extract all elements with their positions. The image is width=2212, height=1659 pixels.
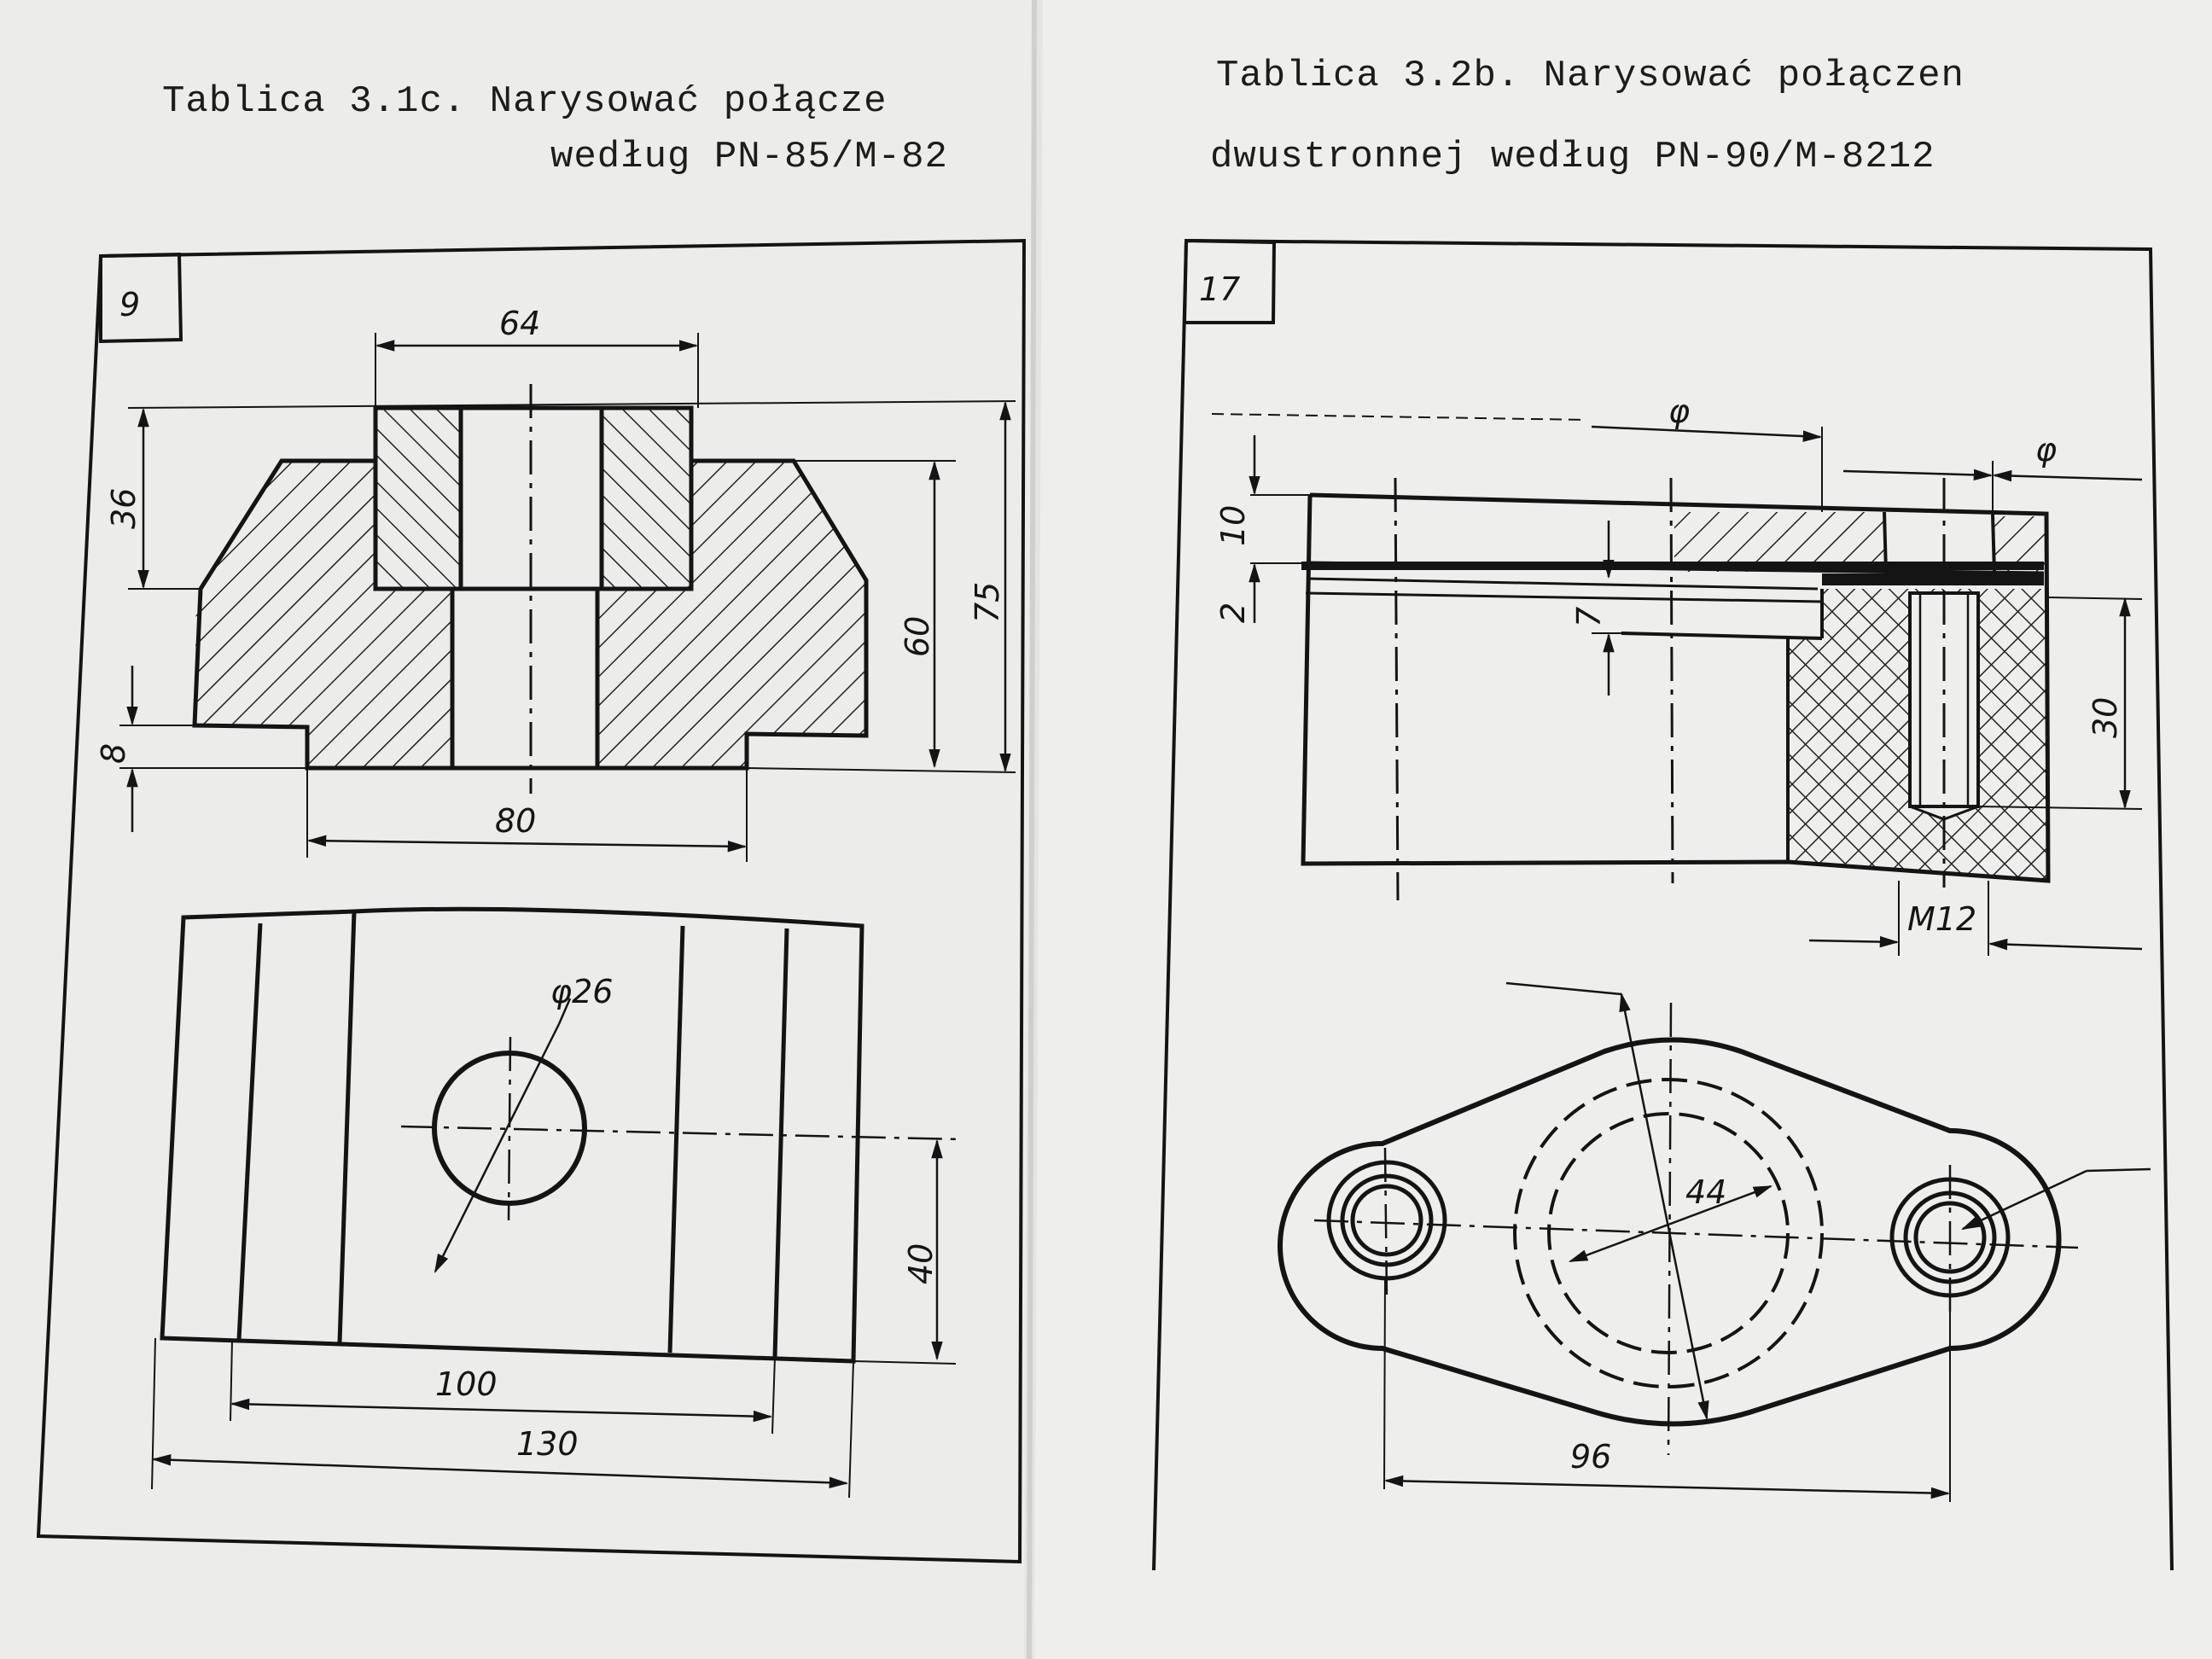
dim-hole-diameter: φ26 — [550, 973, 613, 1010]
dim-depth: 7 — [1570, 607, 1608, 627]
left-header-line1: Tablica 3.1c. Narysować połącze — [162, 80, 888, 123]
dim-circle-diameter: 44 — [1685, 1173, 1726, 1211]
dim-top-width: 64 — [499, 305, 540, 342]
right-frame: 17 — [1152, 238, 2174, 1571]
dim-hole-offset: 40 — [902, 1243, 940, 1284]
right-drawing-number: 17 — [1199, 271, 1240, 308]
dim-bolt-spacing: 96 — [1570, 1438, 1611, 1476]
dim-total-height: 75 — [969, 582, 1006, 623]
left-header-line2: według PN-85/M-82 — [550, 136, 948, 178]
dim-diameter-a: φ — [1668, 393, 1690, 430]
dim-thread-depth: 30 — [2087, 697, 2124, 738]
right-header-line2: dwustronnej według PN-90/M-8212 — [1210, 136, 1936, 178]
right-header-line1: Tablica 3.2b. Narysować połączen — [1216, 55, 1965, 97]
right-section-view — [1211, 413, 2051, 901]
dim-upper-height: 36 — [105, 488, 143, 529]
dim-diameter-b: φ — [2035, 431, 2057, 469]
right-plan-view: 44 96 — [1278, 981, 2151, 1502]
left-plan-view: φ26 40 100 130 — [151, 906, 961, 1499]
dim-flange-thickness: 10 — [1214, 505, 1252, 546]
dim-foot-height: 8 — [95, 743, 132, 764]
left-frame: 9 — [36, 238, 1027, 1564]
dim-gap: 2 — [1214, 602, 1252, 623]
dim-base-width: 80 — [495, 802, 536, 840]
dim-mid-height: 60 — [899, 616, 936, 657]
left-section-dimensions: 64 36 60 75 8 80 — [95, 305, 1016, 862]
dim-thread: M12 — [1907, 900, 1976, 938]
left-drawing-number: 9 — [119, 286, 140, 323]
dim-inner-length: 100 — [435, 1365, 498, 1403]
left-sheet — [0, 0, 1033, 1659]
left-section-view — [192, 384, 869, 794]
dim-overall-length: 130 — [516, 1425, 579, 1463]
right-section-dimensions: φ φ 10 2 7 30 M12 — [1214, 393, 2143, 956]
